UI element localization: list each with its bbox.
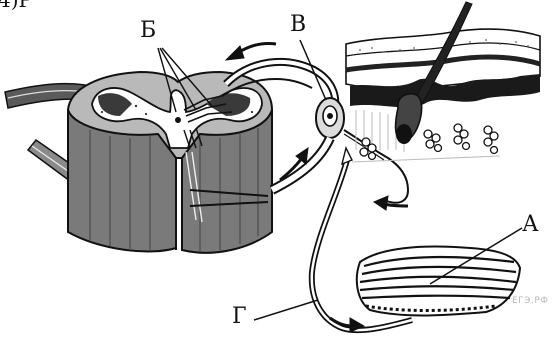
watermark: ЕГЭ.РФ — [512, 296, 549, 306]
label-g-pointer — [254, 300, 318, 320]
label-b: Б — [140, 20, 156, 42]
muscle — [357, 247, 520, 316]
central-canal — [175, 117, 181, 123]
label-v: В — [290, 14, 306, 36]
label-g: Г — [232, 306, 247, 328]
spinal-ganglion — [316, 98, 344, 138]
spinal-cord-segment — [68, 72, 272, 253]
label-a: А — [522, 214, 539, 236]
